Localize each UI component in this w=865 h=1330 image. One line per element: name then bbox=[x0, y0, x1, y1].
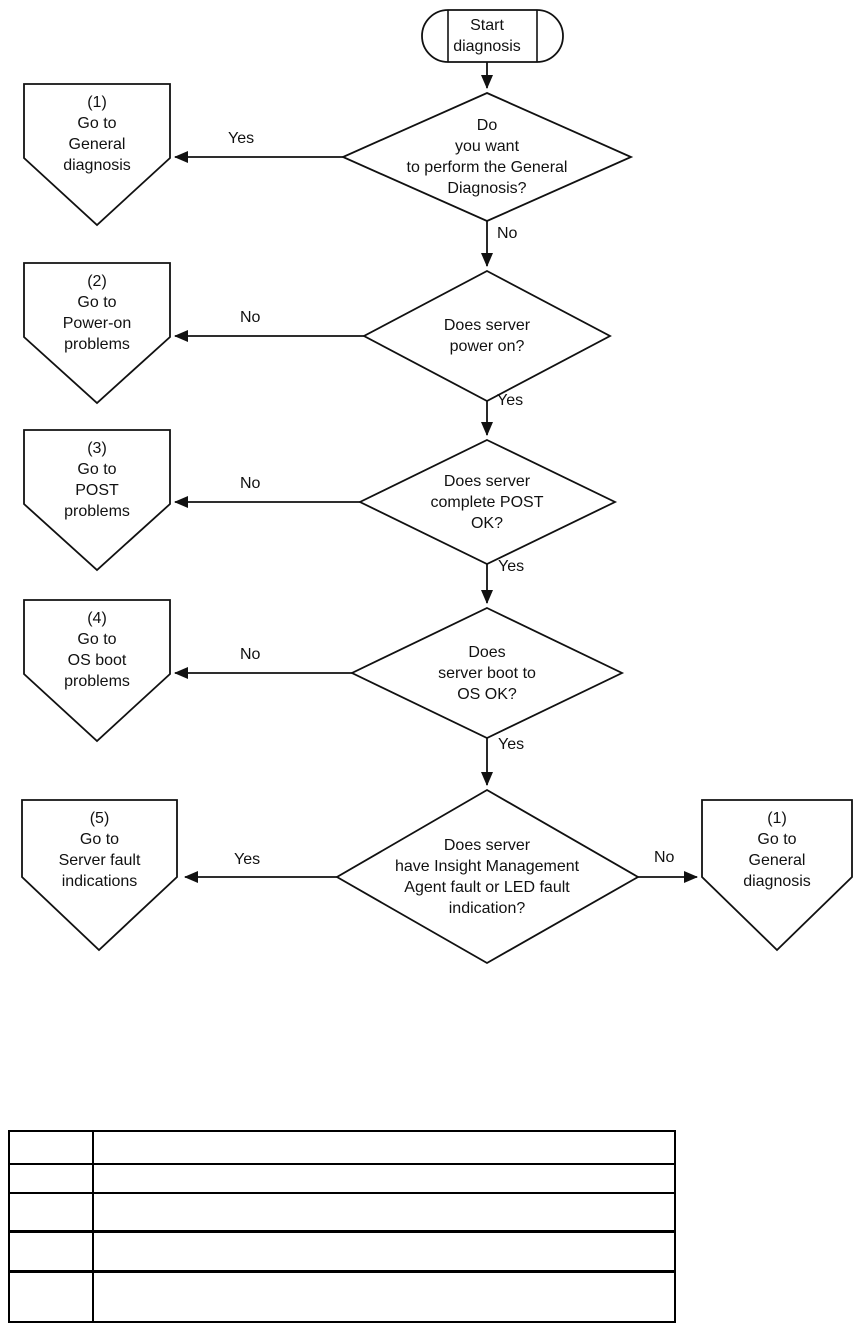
table-cell bbox=[8, 1163, 94, 1194]
decision-3-label: Does server complete POST OK? bbox=[430, 473, 544, 532]
offpage-connector-5-label: (5) Go to Server fault indications bbox=[58, 810, 141, 890]
table-cell bbox=[8, 1230, 94, 1273]
table-row bbox=[8, 1270, 676, 1323]
decision-1-label: Do you want to perform the General Diagn… bbox=[406, 117, 568, 197]
flow-edges bbox=[174, 62, 698, 883]
table-cell bbox=[92, 1192, 676, 1233]
table-cell bbox=[92, 1270, 676, 1323]
edge-label-d2-yes: Yes bbox=[497, 392, 524, 409]
decision-4-shape bbox=[349, 607, 625, 739]
table-row bbox=[8, 1130, 676, 1165]
flow-nodes bbox=[21, 9, 853, 965]
edge-label-d2-no: No bbox=[240, 309, 261, 326]
offpage-connector-5-shape bbox=[21, 799, 178, 952]
edge-label-d4-yes: Yes bbox=[498, 736, 525, 753]
table-row bbox=[8, 1230, 676, 1273]
decision-2-shape bbox=[362, 269, 612, 403]
decision-2-label: Does server power on? bbox=[443, 317, 531, 355]
table-cell bbox=[92, 1130, 676, 1165]
offpage-connector-6-label: (1) Go to General diagnosis bbox=[743, 810, 811, 890]
decision-5-label: Does server have Insight Management Agen… bbox=[394, 837, 580, 917]
table-cell bbox=[8, 1270, 94, 1323]
decision-3-shape bbox=[357, 438, 618, 566]
offpage-connector-3-label: (3) Go to POST problems bbox=[64, 440, 130, 520]
edge-label-d5-yes: Yes bbox=[234, 851, 261, 868]
table-row bbox=[8, 1192, 676, 1233]
offpage-connector-4-label: (4) Go to OS boot problems bbox=[64, 610, 130, 690]
offpage-connector-1-label: (1) Go to General diagnosis bbox=[63, 94, 131, 174]
offpage-connector-6-shape bbox=[701, 799, 853, 952]
offpage-connector-2-shape bbox=[23, 262, 171, 405]
offpage-connector-4-shape bbox=[23, 599, 171, 743]
edge-label-d3-yes: Yes bbox=[498, 558, 525, 575]
table-cell bbox=[8, 1192, 94, 1233]
edge-label-d5-no: No bbox=[654, 849, 675, 866]
table-cell bbox=[8, 1130, 94, 1165]
table-cell bbox=[92, 1230, 676, 1273]
offpage-connector-1-shape bbox=[23, 83, 171, 227]
decision-4-label: Does server boot to OS OK? bbox=[438, 644, 536, 703]
offpage-connector-2-label: (2) Go to Power-on problems bbox=[62, 273, 132, 353]
edge-label-d1-yes: Yes bbox=[228, 130, 255, 147]
edge-label-d1-no: No bbox=[497, 225, 518, 242]
edge-label-d3-no: No bbox=[240, 475, 261, 492]
flowchart-canvas bbox=[21, 9, 853, 965]
decision-1-shape bbox=[340, 92, 634, 222]
start-terminator-label: Start diagnosis bbox=[453, 17, 521, 55]
offpage-connector-3-shape bbox=[23, 429, 171, 572]
decision-5-shape bbox=[335, 788, 640, 965]
table-cell bbox=[92, 1163, 676, 1194]
edge-label-d4-no: No bbox=[240, 646, 261, 663]
table-row bbox=[8, 1163, 676, 1194]
legend-table bbox=[8, 1130, 676, 1323]
start-terminator-shape bbox=[421, 9, 564, 63]
